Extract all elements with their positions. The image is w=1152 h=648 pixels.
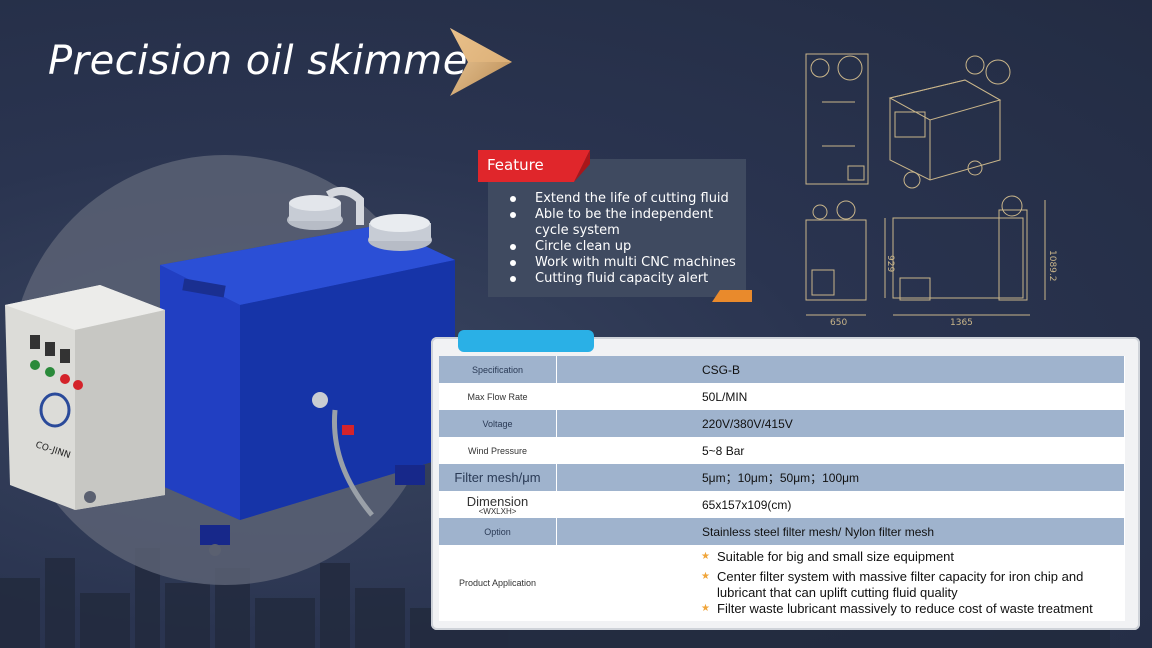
spec-value: 220V/380V/415V: [556, 410, 1125, 437]
spec-value-list-cell: ★Suitable for big and small size equipme…: [556, 545, 1125, 621]
application-item: ★Suitable for big and small size equipme…: [701, 549, 955, 564]
feature-item: Able to be the independent cycle system: [508, 207, 725, 239]
star-bullet-icon: ★: [701, 571, 710, 582]
table-row: Dimension <WXLXH> 65x157x109(cm): [439, 491, 1125, 518]
spec-label-cell: Dimension <WXLXH>: [439, 491, 557, 518]
table-row: Specification CSG-B: [439, 356, 1125, 383]
feature-item: Cutting fluid capacity alert: [508, 271, 736, 287]
spec-label: Max Flow Rate: [439, 383, 557, 410]
spec-value: 50L/MIN: [556, 383, 1125, 410]
drawing-dim-1365: 1365: [950, 318, 973, 328]
spec-label: Wind Pressure: [439, 437, 557, 464]
feature-box: [488, 159, 746, 297]
table-row: Wind Pressure 5~8 Bar: [439, 437, 1125, 464]
feature-list: Extend the life of cutting fluid Able to…: [508, 191, 736, 287]
feature-item: Extend the life of cutting fluid: [508, 191, 736, 207]
spec-label: Filter mesh/μm: [439, 464, 557, 491]
drawing-dim-650: 650: [830, 318, 847, 328]
orange-corner-accent: [712, 290, 752, 302]
application-list: ★Suitable for big and small size equipme…: [701, 549, 1124, 617]
table-row: Product Application ★Suitable for big an…: [439, 545, 1125, 621]
drawing-dim-1089: 1089.2: [1047, 250, 1057, 282]
table-row: Max Flow Rate 50L/MIN: [439, 383, 1125, 410]
table-row: Option Stainless steel filter mesh/ Nylo…: [439, 518, 1125, 545]
oil-skimmer-machine-image: CO-JINN: [5, 187, 455, 556]
feature-item: Work with multi CNC machines: [508, 255, 736, 271]
spec-label: Product Application: [439, 545, 557, 621]
spec-value: CSG-B: [556, 356, 1125, 383]
chevron-right-icon: [450, 28, 512, 96]
technical-drawings: 650 1365 1089.2 929: [805, 53, 1057, 328]
spec-label: Dimension: [466, 493, 529, 509]
spec-sublabel: <WXLXH>: [478, 506, 517, 516]
page-title: Precision oil skimmer: [48, 38, 485, 84]
spec-value: 5μm；10μm；50μm；100μm: [556, 464, 1125, 491]
spec-value: 5~8 Bar: [556, 437, 1125, 464]
spec-label: Option: [439, 518, 557, 545]
spec-value: Stainless steel filter mesh/ Nylon filte…: [556, 518, 1125, 545]
spec-table: Specification CSG-B Max Flow Rate 50L/MI…: [439, 356, 1125, 621]
spec-label: Voltage: [439, 410, 557, 437]
drawing-dim-929: 929: [885, 255, 895, 272]
feature-heading: Feature: [487, 156, 544, 174]
application-item: ★Center filter system with massive filte…: [701, 569, 1084, 600]
spec-value: 65x157x109(cm): [556, 491, 1125, 518]
table-row: Voltage 220V/380V/415V: [439, 410, 1125, 437]
star-bullet-icon: ★: [701, 603, 710, 614]
application-item: ★Filter waste lubricant massively to red…: [701, 601, 1093, 616]
table-row: Filter mesh/μm 5μm；10μm；50μm；100μm: [439, 464, 1125, 491]
spec-panel-tab: [458, 330, 594, 352]
feature-tab-badge: [478, 150, 590, 182]
spec-label: Specification: [439, 356, 557, 383]
star-bullet-icon: ★: [701, 551, 710, 562]
feature-item: Circle clean up: [508, 239, 736, 255]
